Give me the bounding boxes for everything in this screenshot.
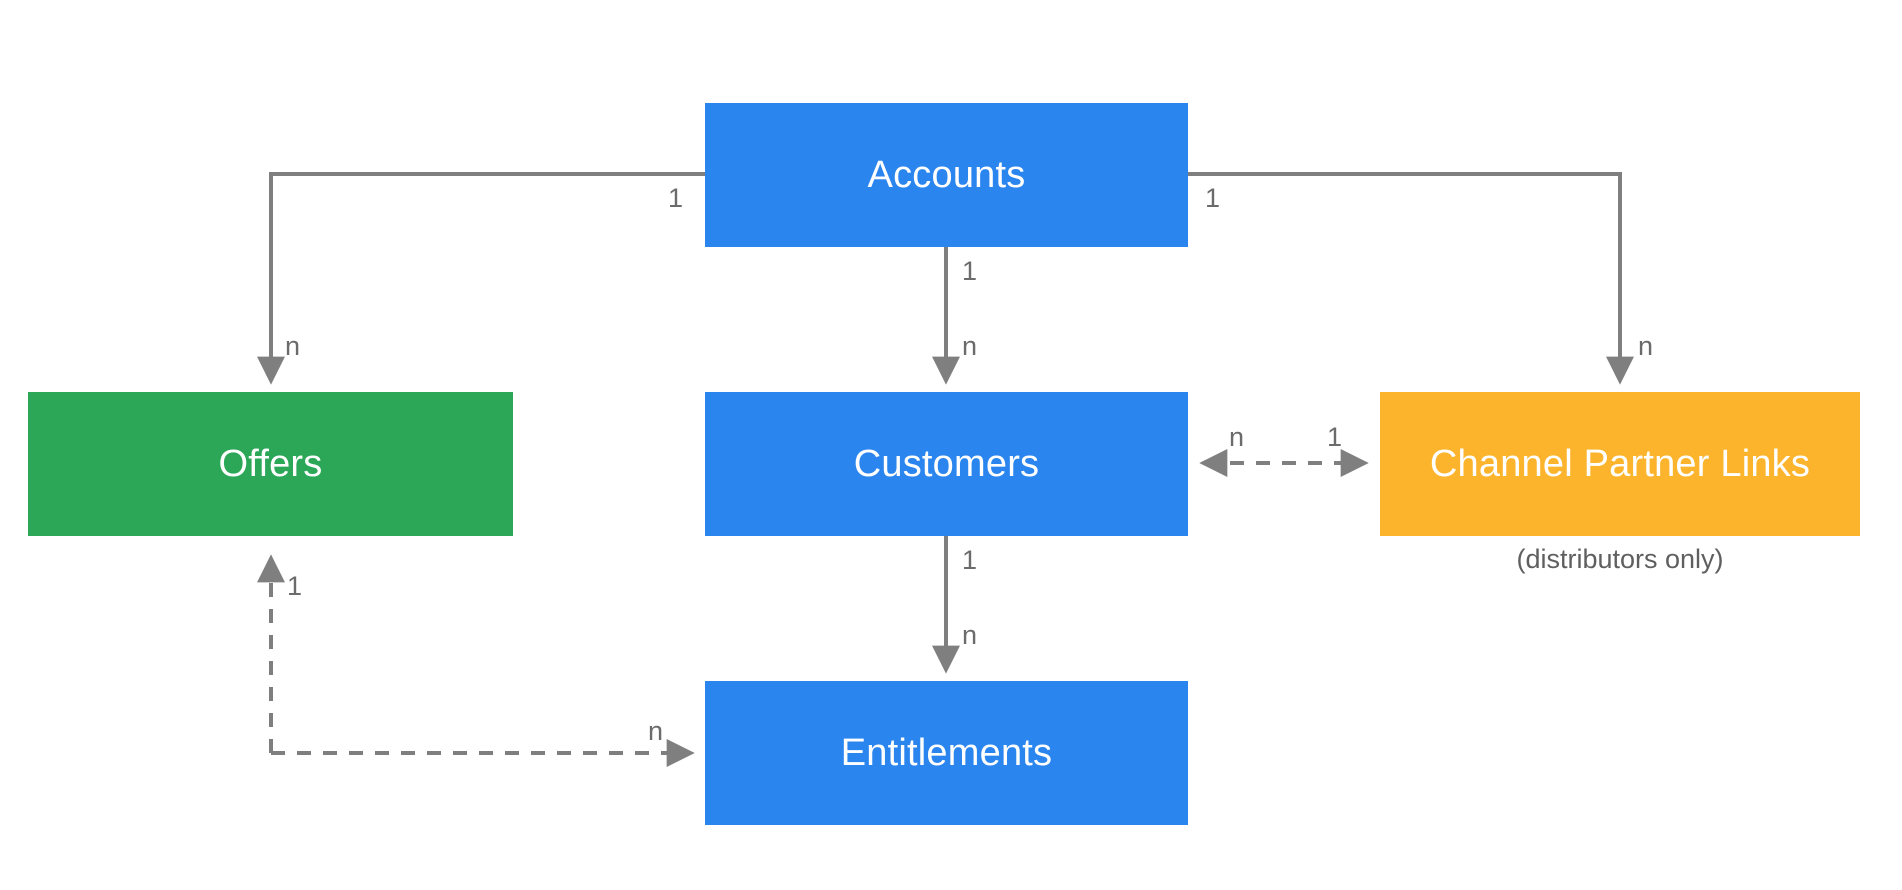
edge-label-accounts-offers-many: n (285, 331, 301, 361)
edge-label-customers-channel-partner-links-many: n (1229, 422, 1245, 452)
edge-accounts-channel-partner-links (1188, 172, 1634, 385)
edge-label-customers-entitlements-one: 1 (962, 545, 978, 575)
node-entitlements[interactable]: Entitlements (705, 681, 1188, 825)
edge-label-offers-entitlements-one: 1 (287, 571, 303, 601)
node-customers[interactable]: Customers (705, 392, 1188, 536)
node-accounts[interactable]: Accounts (705, 103, 1188, 247)
node-offers-label: Offers (218, 442, 323, 485)
node-offers[interactable]: Offers (28, 392, 513, 536)
edge-label-accounts-channel-partner-links-one: 1 (1205, 183, 1221, 213)
edge-label-accounts-customers-one: 1 (962, 256, 978, 286)
edge-accounts-offers (257, 172, 705, 385)
edge-label-accounts-channel-partner-links-many: n (1638, 331, 1654, 361)
node-channel-partner-links-label: Channel Partner Links (1429, 442, 1811, 485)
node-accounts-label: Accounts (867, 153, 1026, 196)
edge-label-customers-entitlements-many: n (962, 620, 978, 650)
node-customers-label: Customers (853, 442, 1040, 485)
edge-label-customers-channel-partner-links-one: 1 (1327, 422, 1343, 452)
edge-offers-entitlements (257, 554, 695, 767)
edge-label-offers-entitlements-many: n (648, 716, 664, 746)
node-entitlements-label: Entitlements (840, 731, 1053, 774)
note-channel-partner-links: (distributors only) (1516, 544, 1724, 574)
node-channel-partner-links[interactable]: Channel Partner Links (1380, 392, 1860, 536)
edge-label-accounts-customers-many: n (962, 331, 978, 361)
edge-label-accounts-offers-one: 1 (668, 183, 684, 213)
